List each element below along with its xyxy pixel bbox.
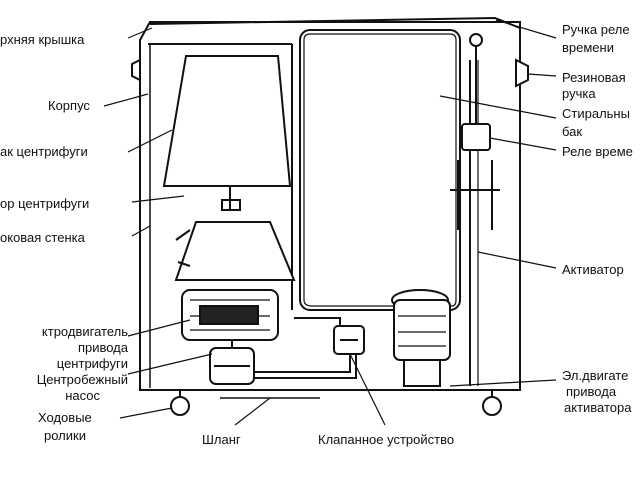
label-wash-tank-line1: Стиральны	[562, 106, 630, 121]
label-activator: Активатор	[562, 262, 624, 277]
label-spin-motor-line3: центрифуги	[56, 356, 128, 371]
roller-left	[170, 396, 190, 416]
timer-relay	[461, 123, 491, 151]
activator-disc	[457, 160, 493, 230]
label-rubber-handle-line2: ручка	[562, 86, 596, 101]
leader-lines	[103, 19, 557, 426]
label-spin-motor-line2: привода	[77, 340, 128, 355]
label-activator-motor-line2: привода	[566, 384, 617, 399]
roller-right	[482, 396, 502, 416]
activator-motor	[393, 299, 451, 361]
label-wash-tank-line2: бак	[562, 124, 583, 139]
label-timer-knob-line1: Ручка реле	[562, 22, 630, 37]
rubber-handle	[515, 58, 529, 88]
label-valve: Клапанное устройство	[318, 432, 455, 447]
label-spin-tank: ак центрифуги	[0, 144, 88, 159]
label-body: Корпус	[48, 98, 90, 113]
label-rollers-line1: Ходовые	[38, 410, 92, 425]
housing-outline	[139, 21, 521, 391]
label-activator-motor-line3: активатора	[564, 400, 632, 415]
label-timer-knob-line2: времени	[562, 40, 614, 55]
label-spin-rotor: ор центрифуги	[0, 196, 90, 211]
spin-rotor	[174, 221, 296, 281]
label-pump-line2: насос	[65, 388, 100, 403]
label-hose: Шланг	[202, 432, 241, 447]
wash-tank	[299, 29, 461, 311]
label-timer: Реле време	[562, 144, 633, 159]
label-activator-motor-line1: Эл.двигате	[562, 368, 629, 383]
label-rollers-line2: ролики	[44, 428, 86, 443]
label-rubber-handle-line1: Резиновая	[562, 70, 626, 85]
label-side-wall: оковая стенка	[0, 230, 85, 245]
label-pump-line1: Центробежный	[36, 372, 128, 387]
label-spin-motor-line1: ктродвигатель	[41, 324, 128, 339]
spin-tank	[162, 55, 292, 187]
label-top-lid: рхняя крышка	[0, 32, 85, 47]
